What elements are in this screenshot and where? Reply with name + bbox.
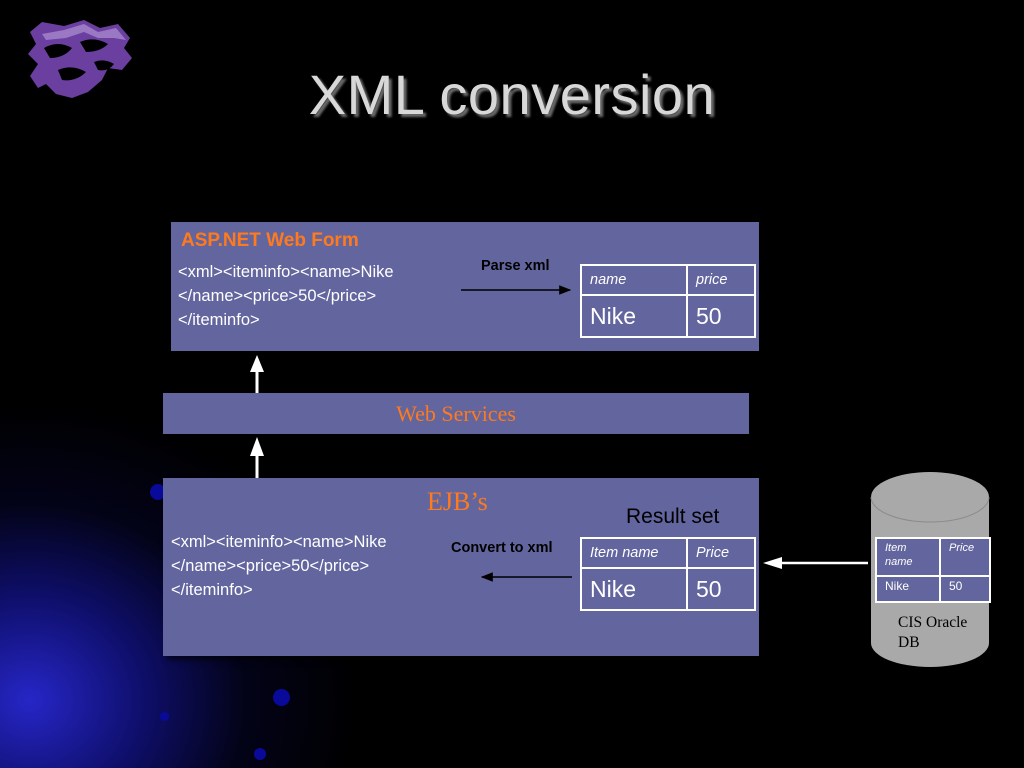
table-header-cell: Item name (580, 537, 688, 569)
xml-line: </iteminfo> (171, 581, 253, 599)
table-header-cell: name (580, 264, 688, 296)
table-header-cell: price (686, 264, 756, 296)
up-arrow-lower (250, 437, 264, 478)
table-row: Nike 50 (875, 575, 991, 603)
result-set-label: Result set (626, 505, 720, 528)
convert-to-xml-label: Convert to xml (451, 540, 553, 556)
xml-line: </name><price>50</price> (178, 287, 377, 305)
table-header-cell: Price (939, 537, 991, 577)
table-header-cell: Item name (875, 537, 941, 577)
slide-title: XML conversion (308, 63, 716, 126)
db-to-ejb-arrow (763, 557, 868, 569)
table-cell: Nike (875, 575, 941, 603)
decorative-dot (160, 712, 169, 721)
parse-xml-label: Parse xml (481, 258, 550, 274)
decorative-dot (273, 689, 290, 706)
asp-panel-title: ASP.NET Web Form (181, 230, 359, 251)
xml-line: <xml><iteminfo><name>Nike (178, 263, 394, 281)
asp-xml-text: <xml><iteminfo><name>Nike </name><price>… (178, 260, 394, 332)
web-services-bar: Web Services (163, 393, 749, 434)
result-set-table: Item name Price Nike 50 (580, 537, 756, 611)
parsed-table: name price Nike 50 (580, 264, 756, 338)
web-services-label: Web Services (396, 401, 516, 426)
ejb-panel-title: EJB’s (427, 487, 488, 516)
database-label-line: CIS Oracle (898, 614, 968, 631)
xml-line: <xml><iteminfo><name>Nike (171, 533, 387, 551)
xml-line: </iteminfo> (178, 311, 260, 329)
xml-line: </name><price>50</price> (171, 557, 370, 575)
ejb-xml-text: <xml><iteminfo><name>Nike </name><price>… (171, 530, 387, 602)
wildcat-logo-icon (28, 20, 132, 98)
table-header-row: Item name Price (875, 537, 991, 577)
decorative-dot (254, 748, 266, 760)
table-cell: 50 (686, 294, 756, 338)
decorative-dot (150, 484, 166, 500)
table-header-row: Item name Price (580, 537, 756, 569)
table-header-row: name price (580, 264, 756, 296)
database-label-line: DB (898, 634, 920, 651)
table-header-cell: Price (686, 537, 756, 569)
up-arrow-upper (250, 355, 264, 393)
table-cell: 50 (686, 567, 756, 611)
table-cell: Nike (580, 294, 688, 338)
table-cell: 50 (939, 575, 991, 603)
database-label: CIS Oracle DB (898, 613, 967, 653)
table-row: Nike 50 (580, 294, 756, 338)
database-table: Item name Price Nike 50 (875, 537, 991, 603)
table-cell: Nike (580, 567, 688, 611)
table-row: Nike 50 (580, 567, 756, 611)
ejb-panel: EJB’s <xml><iteminfo><name>Nike </name><… (163, 478, 759, 656)
